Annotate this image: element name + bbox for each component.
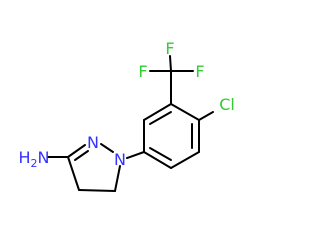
bond-c5-c4 — [78, 189, 116, 192]
bond-c3-n2 — [67, 144, 86, 158]
atom-f-left: F — [138, 62, 147, 81]
bond-group — [47, 55, 214, 192]
atom-n-aryl: N — [114, 150, 126, 169]
bond-n1-c5 — [114, 165, 121, 192]
bond-ring-6-inner — [149, 111, 172, 125]
bond-c-cl — [198, 111, 214, 121]
atom-n-ring: N — [87, 133, 99, 152]
molecule-svg: F F F Cl N N H2N — [19, 39, 235, 192]
bond-c-f-top — [169, 55, 172, 72]
atom-labels: F F F Cl N N H2N — [19, 39, 235, 170]
bond-ring-3 — [170, 151, 200, 169]
bond-n2-n1 — [100, 143, 114, 153]
atom-amine: H2N — [19, 148, 50, 170]
bond-ring-4 — [143, 151, 172, 169]
bond-ring-4-inner — [149, 147, 172, 161]
molecule-structure-diagram: F F F Cl N N H2N — [19, 39, 235, 192]
atom-f-top: F — [165, 39, 174, 58]
bond-c4-c3 — [67, 156, 80, 191]
bond-ring-6 — [143, 103, 172, 121]
bond-c3-n2-double — [74, 150, 89, 161]
atom-cl: Cl — [219, 95, 235, 114]
bond-ring-1 — [170, 103, 200, 121]
bond-aryl-n — [126, 151, 145, 159]
atom-f-right: F — [195, 62, 204, 81]
